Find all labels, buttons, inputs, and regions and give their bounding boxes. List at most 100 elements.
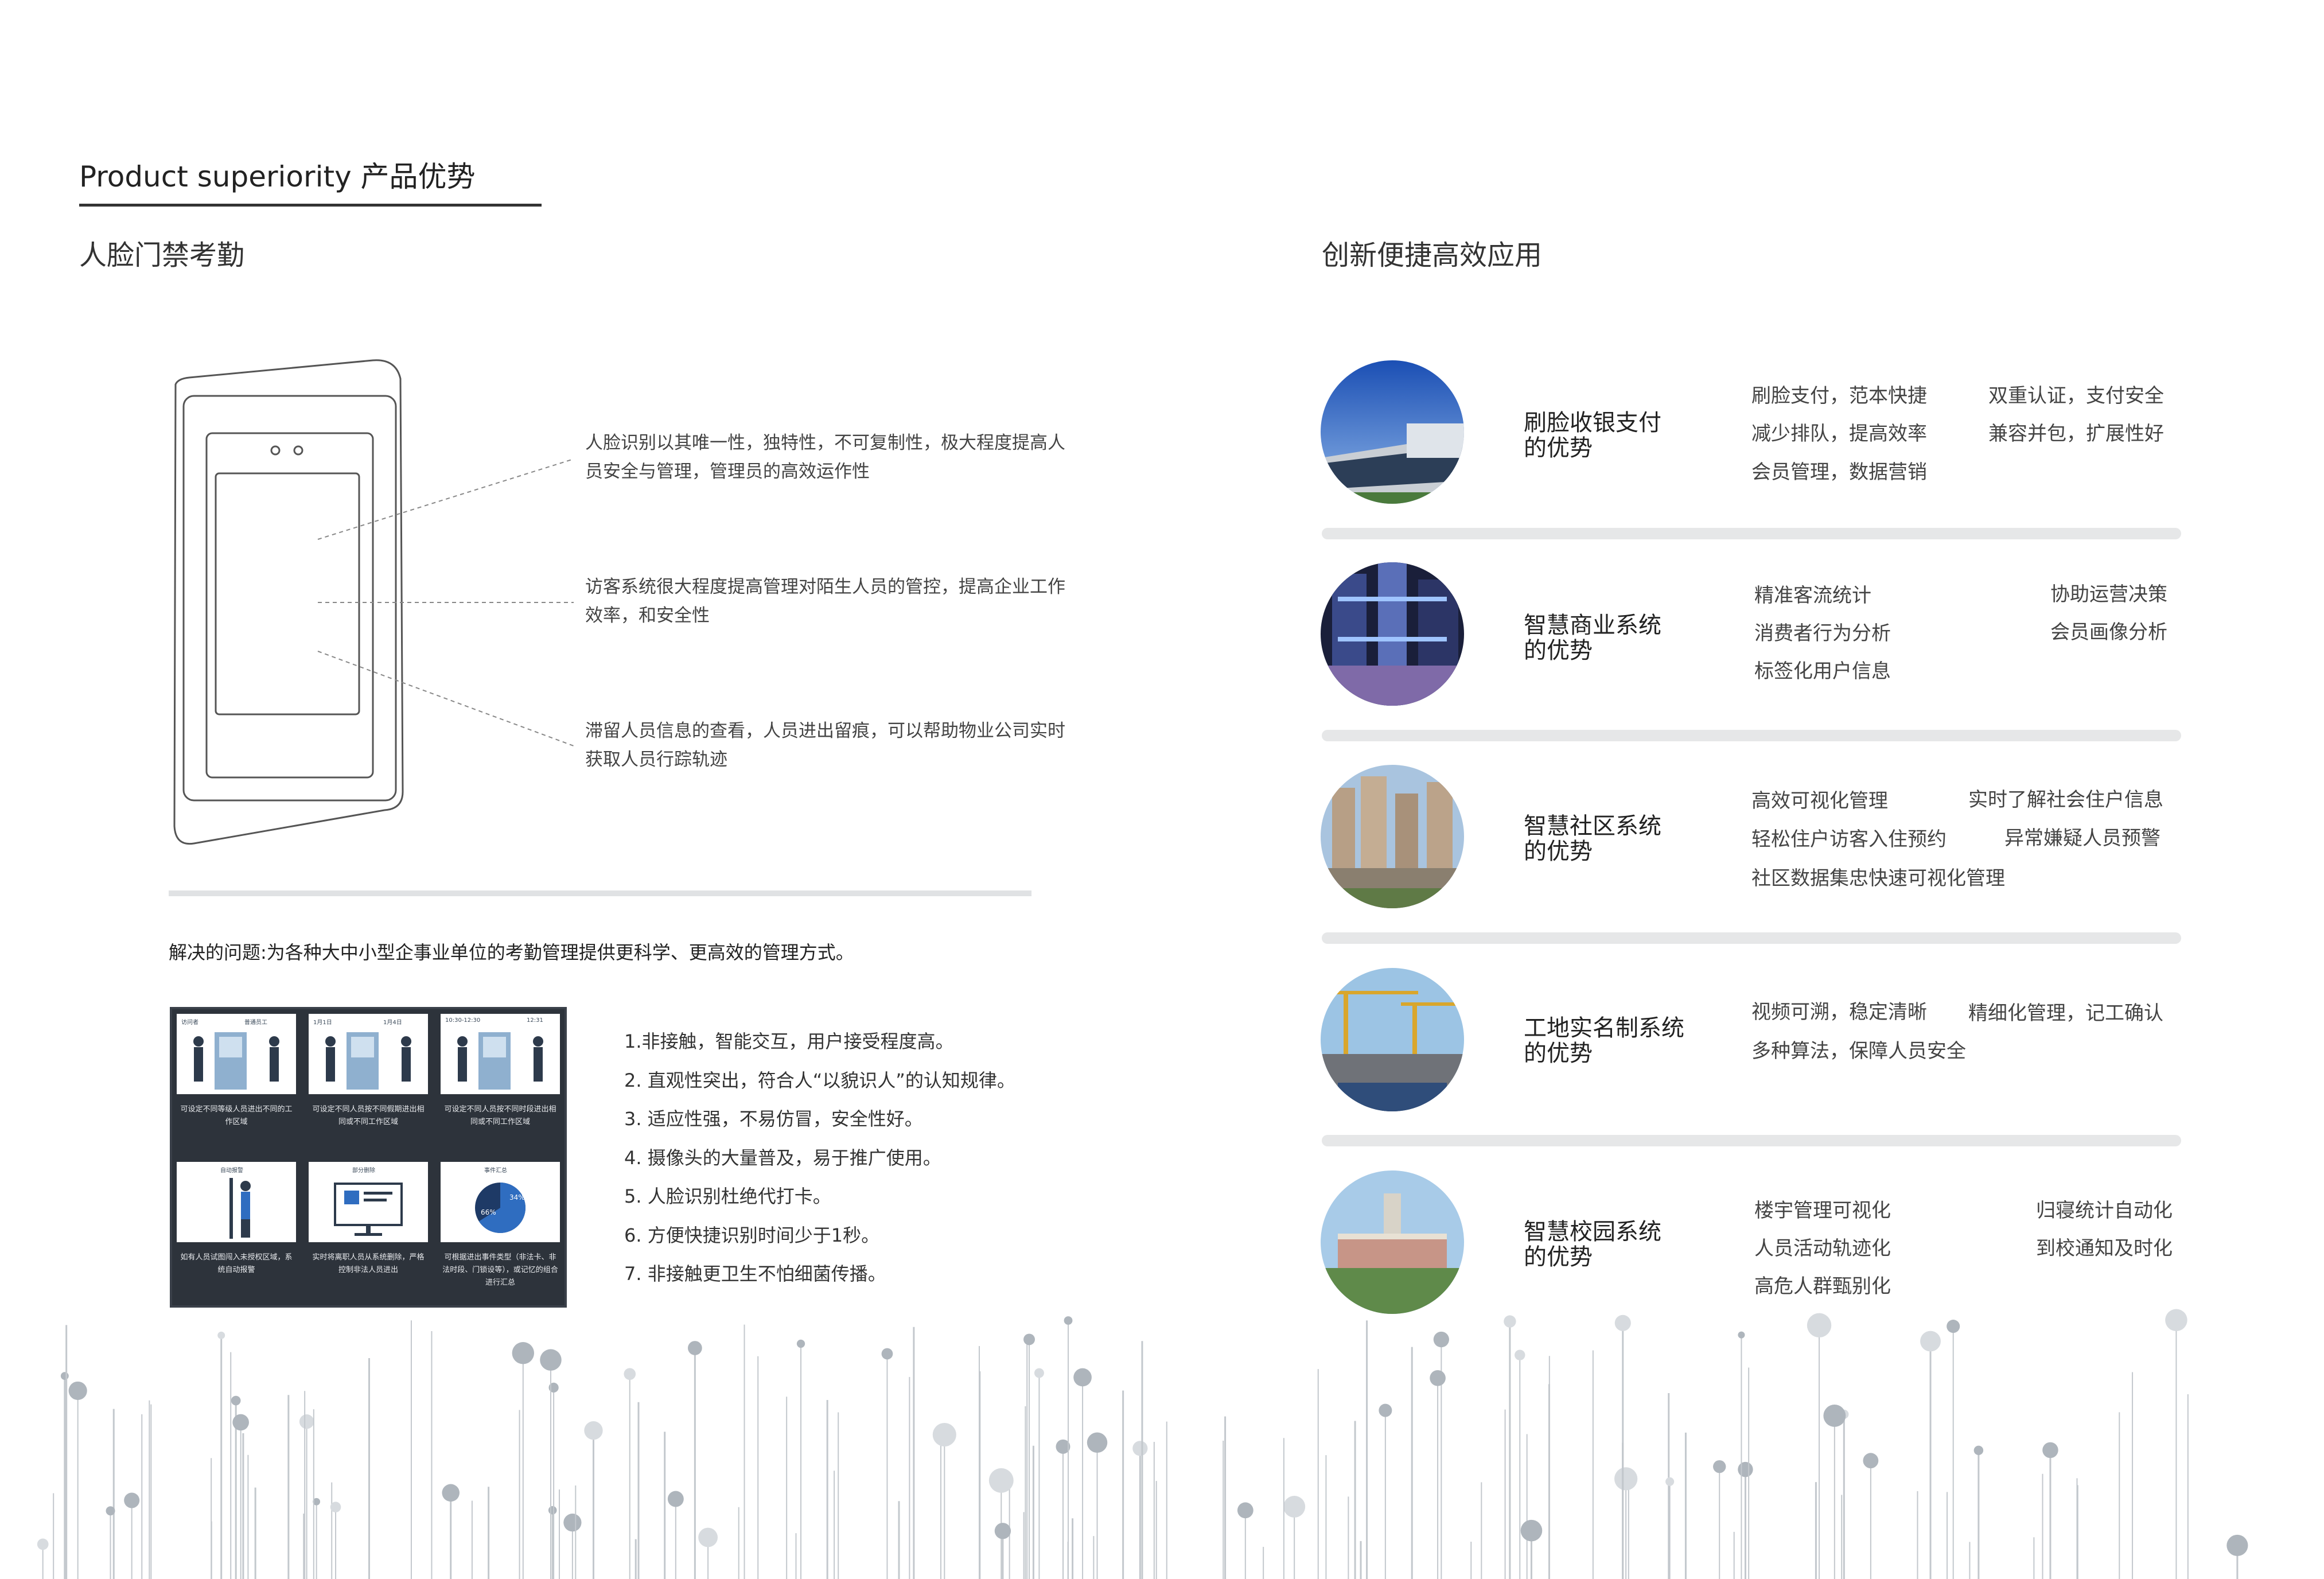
pin-dot (1973, 1445, 1984, 1456)
door-person-icon (193, 1032, 279, 1090)
pin-dot (60, 1372, 69, 1380)
pin-dot (217, 1331, 225, 1339)
section-divider (169, 890, 1031, 896)
cell-tag: 1月4日 (383, 1020, 402, 1026)
callout-tracking: 滞留人员信息的查看，人员进出留痕，可以帮助物业公司实时获取人员行踪轨迹 (585, 721, 1065, 770)
feature-text: 高效可视化管理 (1751, 790, 1888, 812)
feature-text: 社区数据集忠快速可视化管理 (1751, 867, 2005, 890)
pin-dot (313, 1498, 321, 1506)
app-title-text: 刷脸收银支付 的优势 (1524, 410, 1661, 461)
cell-tag: 访问者 (181, 1020, 198, 1026)
community-buildings-image (1321, 765, 1464, 908)
pin-dot (1713, 1460, 1726, 1473)
panel-cell-time-slot: 10:30-12:30 12:31 可设定不同人员按不同时段进出相同或不同工作区… (438, 1012, 562, 1150)
pin-dot (1430, 1370, 1446, 1386)
pin-dot (796, 1339, 805, 1348)
app-title-text: 智慧社区系统 的优势 (1524, 813, 1661, 865)
right-section-title: 创新便捷高效应用 (1322, 239, 1543, 271)
pin-dot (106, 1506, 115, 1516)
pin-dot (232, 1414, 249, 1431)
construction-site-image (1321, 968, 1464, 1111)
app-title-community: 智慧社区系统 的优势 (1524, 814, 1661, 864)
app-divider (1322, 730, 2181, 741)
feature-text: 会员画像分析 (2050, 621, 2167, 644)
cell-picture: 部分删除 (309, 1162, 428, 1242)
feature-text: 兼容并包，扩展性好 (1988, 422, 2164, 445)
pin-dot (1504, 1315, 1516, 1328)
cell-caption: 如有人员试图闯入未授权区域，系统自动报警 (180, 1253, 293, 1274)
feature-text: 刷脸支付，范本快捷 (1751, 384, 1927, 407)
pin-dot (988, 1468, 1014, 1493)
pin-dot (1665, 1477, 1675, 1486)
left-section-title: 人脸门禁考勤 (79, 239, 245, 271)
cell-tag: 普通员工 (244, 1020, 267, 1026)
panel-cell-alarm: 自动报警 如有人员试图闯入未授权区域，系统自动报警 (174, 1160, 298, 1298)
pin-dot (2042, 1442, 2058, 1459)
cell-caption: 可设定不同人员按不同假期进出相同或不同工作区域 (312, 1105, 425, 1126)
pin-dot (1433, 1331, 1449, 1348)
pin-dot (231, 1395, 241, 1406)
pin-dot (1614, 1314, 1631, 1331)
pin-dot (1614, 1467, 1638, 1491)
feature-text: 多种算法，保障人员安全 (1751, 1040, 1966, 1063)
pin-dot (688, 1341, 702, 1355)
door-person-icon (457, 1032, 543, 1090)
pin-dot (1379, 1403, 1392, 1417)
panel-cell-delete: 部分删除 实时将离职人员从系统删除，严格控制非法人员进出 (306, 1160, 430, 1298)
feature-text: 异常嫌疑人员预警 (2004, 827, 2160, 850)
feature-text: 精准客流统计 (1754, 584, 1871, 607)
pin-dot (1283, 1495, 1306, 1518)
pin-dot (1515, 1349, 1525, 1360)
pin-dot (2165, 1309, 2187, 1331)
decorative-dot-lines (37, 1309, 2248, 1579)
cell-caption: 实时将离职人员从系统删除，严格控制非法人员进出 (312, 1253, 425, 1274)
cell-caption: 可根据进出事件类型（非法卡、非法时段、门锁设等），或记忆的组合进行汇总 (442, 1253, 558, 1287)
benefit-item: 1.非接触，智能交互，用户接受程度高。 (624, 1030, 954, 1052)
pin-dot (1237, 1502, 1254, 1519)
feature-text: 双重认证，支付安全 (1988, 384, 2164, 407)
pin-dot (540, 1349, 562, 1371)
cell-picture: 1月1日 1月4日 (309, 1014, 428, 1094)
face-terminal-device-illustration (173, 359, 574, 845)
pin-dot (1920, 1331, 1941, 1352)
panel-cell-holiday: 1月1日 1月4日 可设定不同人员按不同假期进出相同或不同工作区域 (306, 1012, 430, 1150)
pin-dot (512, 1342, 535, 1364)
pin-dot (299, 1414, 314, 1429)
pin-dot (563, 1514, 582, 1532)
pin-dot (548, 1506, 557, 1515)
feature-text: 轻松住户访客入住预约 (1751, 828, 1947, 851)
feature-text: 协助运营决策 (2050, 583, 2167, 606)
pin-dot (2226, 1534, 2248, 1557)
pin-dot (124, 1492, 140, 1508)
benefit-item: 7. 非接触更卫生不怕细菌传播。 (624, 1263, 886, 1285)
pin-dot (1064, 1316, 1073, 1325)
cell-tag: 10:30-12:30 (445, 1017, 481, 1024)
pin-dot (932, 1422, 956, 1447)
monitor-icon (334, 1183, 403, 1236)
pin-dot (584, 1421, 603, 1440)
feature-text: 减少排队，提高效率 (1751, 422, 1927, 445)
cell-tag: 部分删除 (352, 1168, 375, 1174)
pin-dot (1087, 1432, 1108, 1453)
app-divider (1322, 1135, 2181, 1146)
cell-picture: 自动报警 (177, 1162, 296, 1242)
feature-text: 精细化管理，记工确认 (1968, 1002, 2163, 1025)
pin-dot (330, 1502, 341, 1512)
pin-dot (1132, 1441, 1148, 1456)
benefit-item: 5. 人脸识别杜绝代打卡。 (624, 1185, 831, 1207)
pin-dot (1947, 1320, 1960, 1333)
pin-dot (1520, 1519, 1543, 1542)
feature-text: 归寝统计自动化 (2036, 1199, 2173, 1222)
pin-dot (1056, 1439, 1070, 1454)
pie-chart-icon: 66% 34% (475, 1183, 525, 1233)
pin-dot (881, 1348, 893, 1360)
page-title: Product superiority 产品优势 (79, 160, 476, 193)
cell-picture: 访问者 普通员工 (177, 1014, 296, 1094)
pin-dot (1034, 1368, 1044, 1378)
app-title-construction: 工地实名制系统 的优势 (1524, 1016, 1684, 1066)
payment-building-image (1321, 360, 1464, 504)
feature-text: 到校通知及时化 (2036, 1237, 2173, 1260)
problem-statement: 解决的问题:为各种大中小型企事业单位的考勤管理提供更科学、更高效的管理方式。 (169, 942, 854, 963)
benefit-item: 2. 直观性突出，符合人“以貌识人”的认知规律。 (624, 1069, 1015, 1091)
app-divider (1322, 528, 2181, 539)
